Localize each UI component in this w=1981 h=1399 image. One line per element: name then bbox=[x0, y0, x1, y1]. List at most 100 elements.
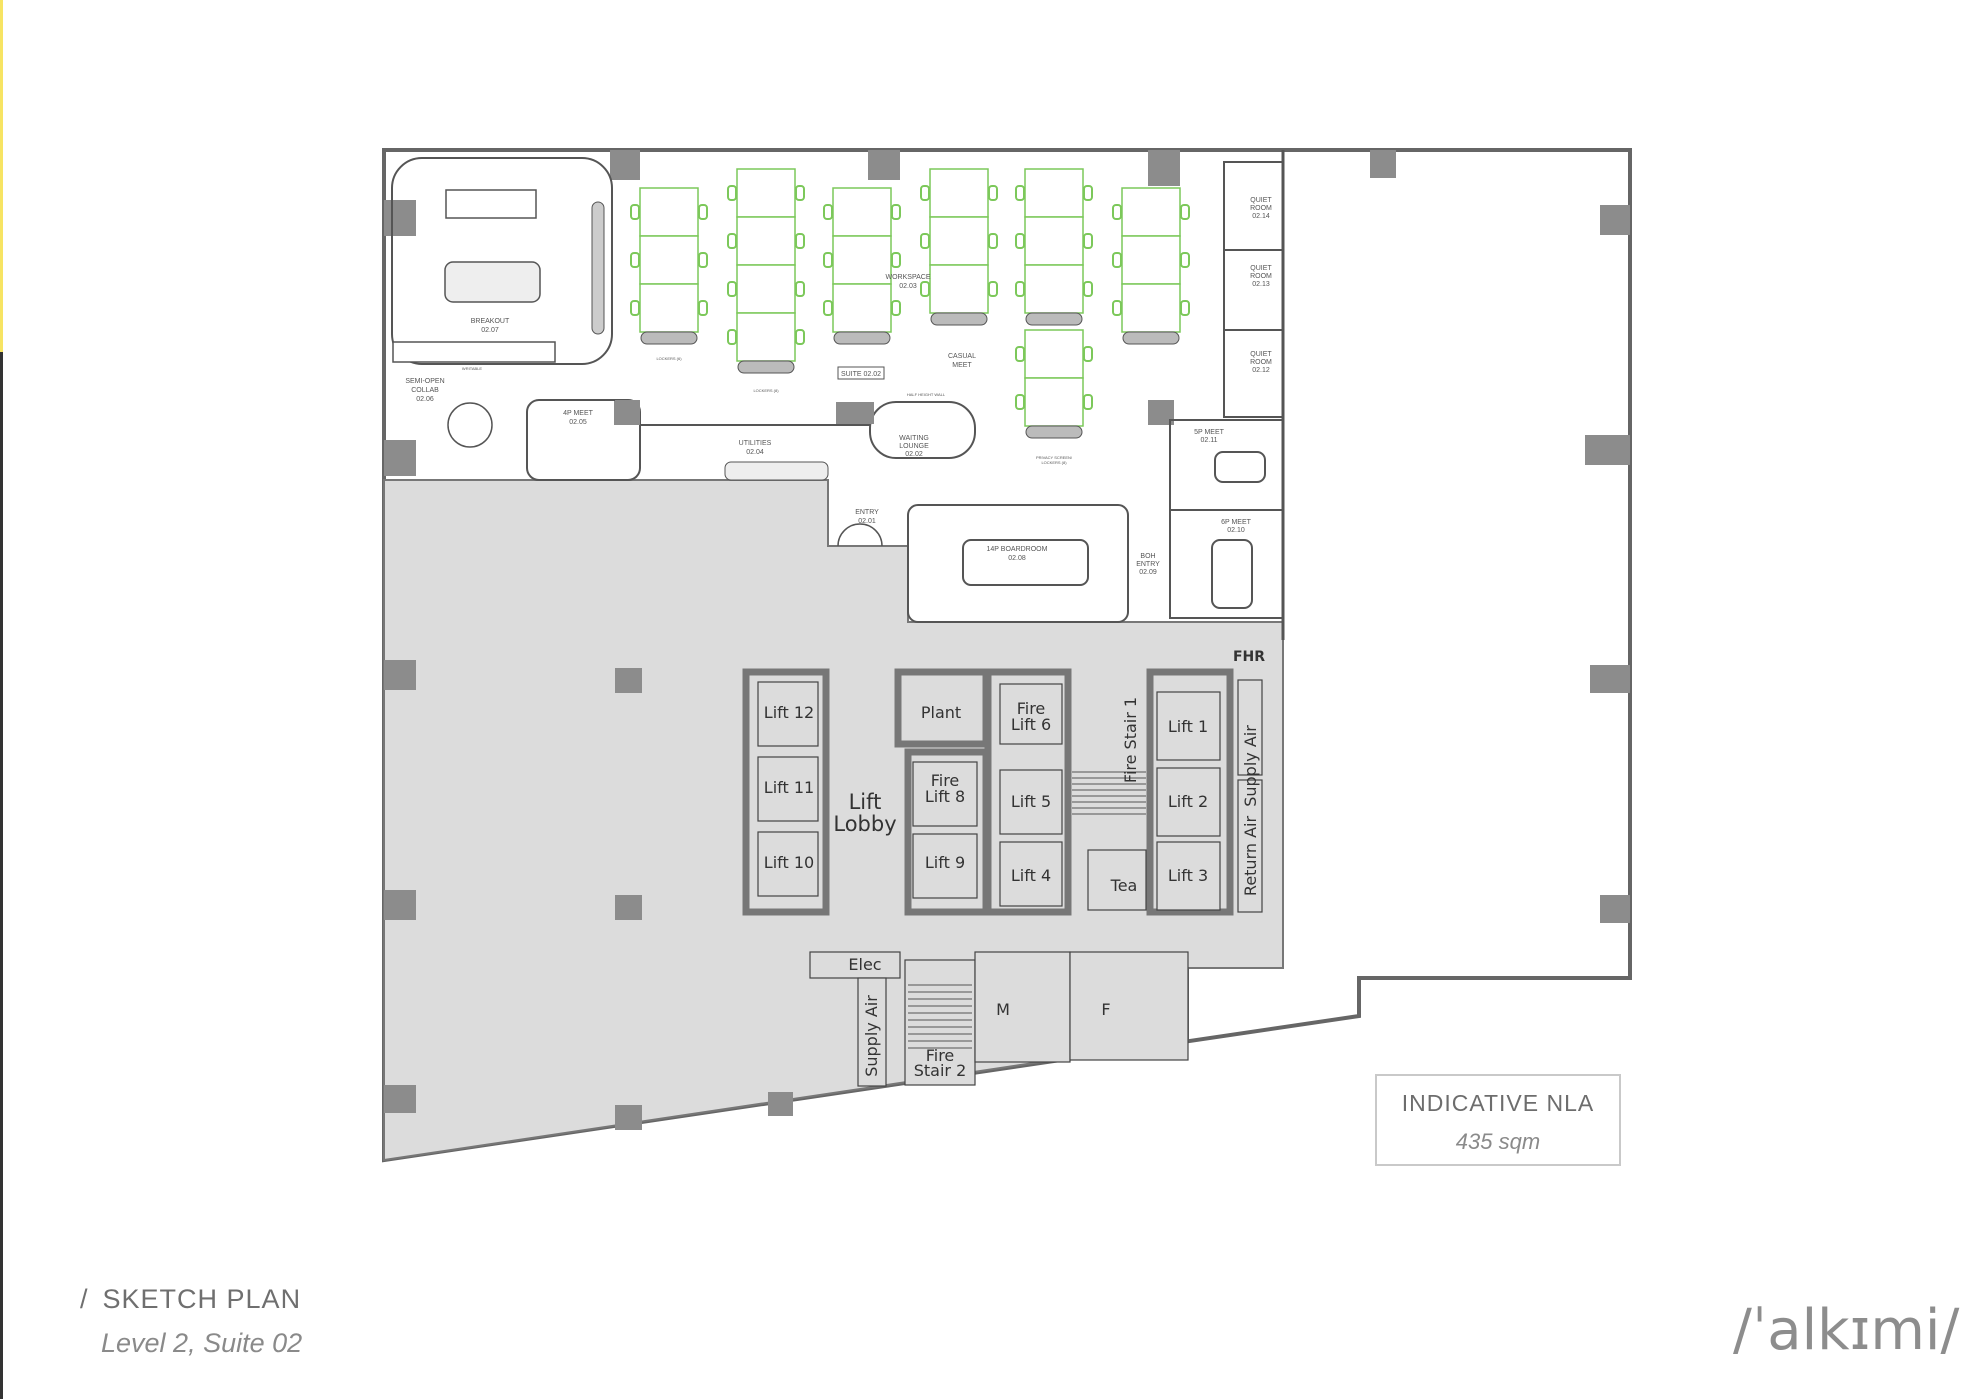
room-code: 02.07 bbox=[481, 327, 499, 334]
room-name: 4P MEET bbox=[563, 410, 594, 417]
room-code: 02.06 bbox=[416, 396, 434, 403]
label-return-air: Return Air bbox=[1241, 816, 1260, 897]
room-name: ENTRY bbox=[1136, 561, 1160, 568]
suite-tag-box bbox=[837, 366, 885, 380]
label-lift-5: Lift 5 bbox=[1011, 792, 1051, 811]
label-fire-stair-2: Fire bbox=[926, 1046, 955, 1065]
quiet-rooms bbox=[1223, 161, 1284, 418]
desk bbox=[736, 264, 796, 314]
annotation: LOCKERS (8) bbox=[753, 388, 779, 393]
room-4p-meet bbox=[526, 399, 641, 481]
desk-chair bbox=[823, 300, 833, 316]
desk-chair bbox=[727, 281, 737, 297]
core-labels: Lift 12 Lift 11 Lift 10 Lift Lobby Plant… bbox=[764, 649, 1265, 1080]
room-code: 02.01 bbox=[858, 518, 876, 525]
desk-chair bbox=[1180, 204, 1190, 220]
annotation: PRIVACY SCREEN/ bbox=[1036, 455, 1073, 460]
desk bbox=[1121, 283, 1181, 333]
desk bbox=[1121, 235, 1181, 285]
room-name: LOUNGE bbox=[899, 443, 929, 450]
desk-chair bbox=[1083, 281, 1093, 297]
desk-chair bbox=[1083, 346, 1093, 362]
desk-chair bbox=[823, 204, 833, 220]
room-name: SEMI-OPEN bbox=[405, 378, 444, 385]
desk-chair bbox=[1180, 252, 1190, 268]
desk-chair bbox=[1112, 204, 1122, 220]
column bbox=[1148, 402, 1174, 424]
annotation: WRITABLE bbox=[462, 366, 482, 371]
desk bbox=[929, 264, 989, 314]
lift-cars bbox=[757, 679, 1263, 1087]
room-name: ROOM bbox=[1250, 205, 1272, 212]
room-name: QUIET bbox=[1250, 197, 1272, 204]
suite-tag: SUITE 02.02 bbox=[841, 371, 881, 378]
room-code: 02.09 bbox=[1139, 569, 1157, 576]
room-code: 02.04 bbox=[746, 449, 764, 456]
room-labels: BREAKOUT 02.07 SEMI-OPEN COLLAB 02.06 4P… bbox=[405, 197, 1272, 576]
title-text: SKETCH PLAN bbox=[102, 1284, 302, 1314]
desk-chair bbox=[891, 252, 901, 268]
room-code: 02.02 bbox=[905, 451, 923, 458]
label-supply-air: Supply Air bbox=[862, 995, 881, 1077]
desk-chair bbox=[891, 204, 901, 220]
desk-chair bbox=[630, 204, 640, 220]
desk-chair bbox=[795, 233, 805, 249]
label-lift-10: Lift 10 bbox=[764, 853, 814, 872]
desk-chair bbox=[920, 233, 930, 249]
desk-chair bbox=[920, 185, 930, 201]
brand-logo: /ˈalkɪmi/ bbox=[1733, 1298, 1960, 1363]
desk bbox=[736, 216, 796, 266]
utilities-bench bbox=[724, 461, 829, 481]
room-name: MEET bbox=[952, 362, 972, 369]
label-lift-9: Lift 9 bbox=[925, 853, 965, 872]
room-name: 14P BOARDROOM bbox=[987, 546, 1048, 553]
room-name: QUIET bbox=[1250, 351, 1272, 358]
desk-chair bbox=[1083, 394, 1093, 410]
desk-chair bbox=[823, 252, 833, 268]
title-slash: / bbox=[80, 1284, 89, 1314]
desk bbox=[1024, 329, 1084, 379]
lockers bbox=[833, 331, 891, 345]
desk bbox=[1024, 264, 1084, 314]
room-code: 02.11 bbox=[1201, 437, 1218, 444]
room-name: UTILITIES bbox=[739, 440, 772, 447]
label-lift-3: Lift 3 bbox=[1168, 866, 1208, 885]
label-male-toilets: M bbox=[996, 1000, 1010, 1019]
room-name: BREAKOUT bbox=[471, 318, 510, 325]
desk bbox=[1121, 187, 1181, 237]
page-subtitle: Level 2, Suite 02 bbox=[101, 1328, 303, 1358]
label-supply-air: Supply Air bbox=[1241, 725, 1260, 807]
meeting-rooms-east bbox=[1169, 419, 1284, 619]
desk-chair bbox=[988, 233, 998, 249]
desk bbox=[736, 168, 796, 218]
room-code: 02.03 bbox=[899, 283, 917, 290]
desk-chair bbox=[630, 300, 640, 316]
desk bbox=[832, 283, 892, 333]
label-plant: Plant bbox=[921, 703, 961, 722]
entry-doors bbox=[837, 523, 883, 547]
label-lift-2: Lift 2 bbox=[1168, 792, 1208, 811]
room-code: 02.08 bbox=[1008, 555, 1026, 562]
room-name: WORKSPACE bbox=[886, 274, 931, 281]
desk bbox=[832, 187, 892, 237]
collab-table bbox=[447, 402, 493, 448]
room-name: BOH bbox=[1140, 553, 1155, 560]
kitchen-bench bbox=[392, 341, 556, 363]
stair-treads bbox=[908, 771, 1146, 1049]
nla-value: 435 sqm bbox=[1455, 1129, 1541, 1154]
room-code: 02.13 bbox=[1252, 281, 1270, 288]
room-code: 02.05 bbox=[569, 419, 587, 426]
waiting-lounge bbox=[869, 401, 976, 459]
label-fire-lift-6: Fire bbox=[1017, 699, 1046, 718]
label-fire-stair-1: Fire Stair 1 bbox=[1121, 697, 1140, 783]
desk bbox=[639, 283, 699, 333]
desk bbox=[1024, 216, 1084, 266]
desk bbox=[639, 235, 699, 285]
desk bbox=[1024, 168, 1084, 218]
column bbox=[615, 400, 640, 425]
room-code: 02.10 bbox=[1227, 527, 1245, 534]
desk-chair bbox=[1083, 185, 1093, 201]
desk-chair bbox=[1015, 185, 1025, 201]
room-name: 6P MEET bbox=[1221, 519, 1252, 526]
label-lift-1: Lift 1 bbox=[1168, 717, 1208, 736]
